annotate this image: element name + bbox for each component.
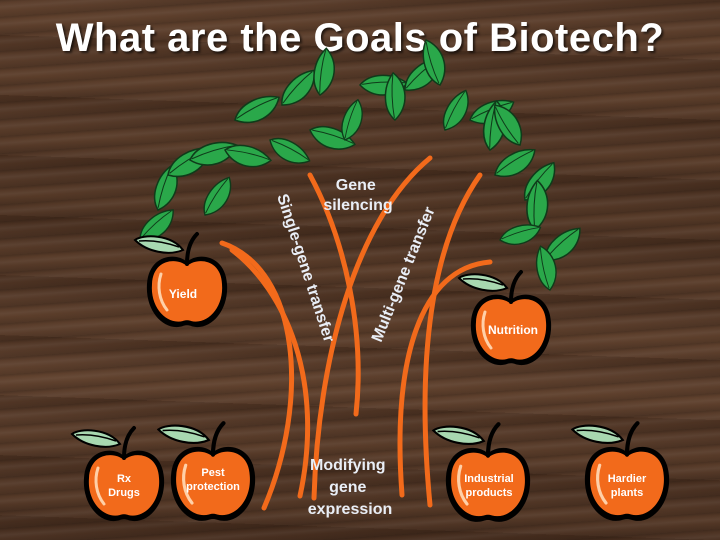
branch-gene-silencing-right	[311, 155, 433, 501]
apple-nutrition	[457, 270, 554, 368]
apple-label-industrial-products: Industrial products	[464, 473, 514, 499]
apple-yield	[133, 232, 230, 330]
label-modifying-gene-expression: Modifying gene expression	[308, 457, 392, 518]
apple-label-hardier-plants: Hardier plants	[607, 473, 647, 499]
apple-label-pest-protection: Pest protection	[186, 467, 240, 493]
apple-label-rx-drugs: Rx Drugs	[108, 473, 140, 499]
slide-title: What are the Goals of Biotech?	[55, 16, 665, 60]
branches	[219, 155, 493, 511]
branch-multi-gene-inner	[397, 259, 493, 498]
branch-multi-gene-outer	[422, 172, 483, 508]
label-gene-silencing: Gene silencing	[323, 177, 392, 214]
apple-label-nutrition: Nutrition	[488, 323, 538, 337]
branch-single-gene-inner	[229, 247, 311, 499]
branch-single-gene-outer	[219, 240, 294, 511]
apple-label-yield: Yield	[168, 287, 198, 301]
